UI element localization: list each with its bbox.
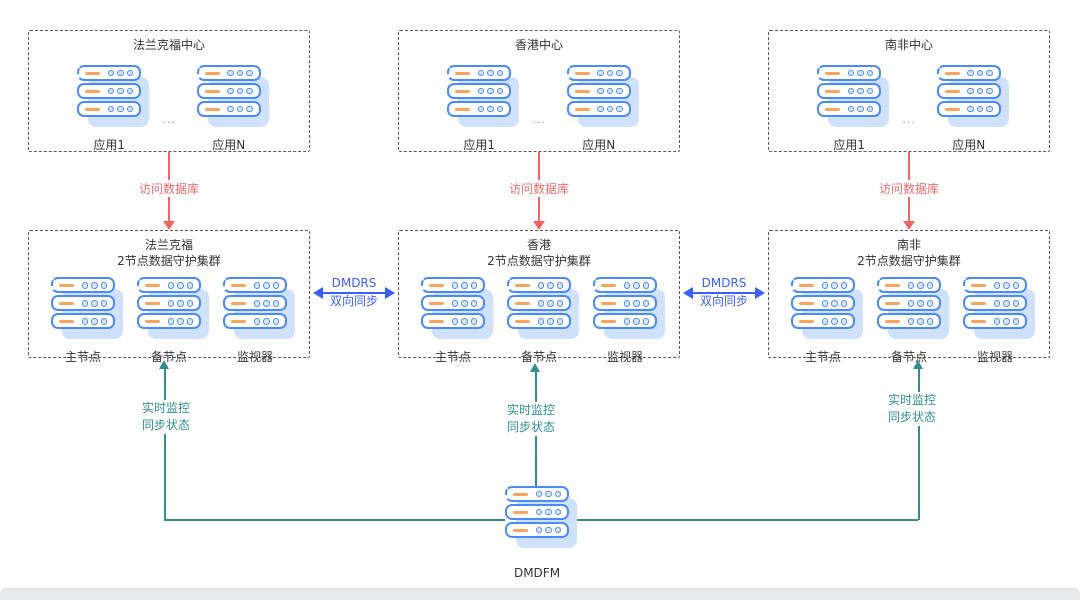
node-label: 监视器 — [606, 350, 643, 365]
monitor-label: 实时监控 同步状态 — [139, 400, 193, 434]
ellipsis-text: ... — [902, 112, 916, 126]
cluster-node-monitor: 监视器 — [586, 277, 665, 365]
cluster-node-primary: 主节点 — [44, 277, 123, 365]
node-label: 主节点 — [434, 350, 471, 365]
apps-row: 应用1 ... 应用N — [440, 65, 639, 153]
app-label: 应用N — [582, 138, 616, 153]
cluster-title-line2: 2节点数据守护集群 — [117, 254, 221, 269]
server-stack-icon — [223, 277, 295, 340]
node-label: 监视器 — [976, 350, 1013, 365]
app-center-title: 香港中心 — [514, 38, 563, 52]
cluster-hongkong: 香港 2节点数据守护集群 主节点 备节点 — [398, 230, 680, 364]
dmdrs-label-line2: 双向同步 — [329, 294, 379, 308]
server-stack-icon — [447, 65, 520, 128]
server-stack-icon — [817, 65, 890, 128]
node-label: 监视器 — [236, 350, 273, 365]
dmdrs-label-line1: DMDRS — [701, 276, 747, 290]
app-label: 应用1 — [463, 138, 496, 153]
cluster-title: 法兰克福 2节点数据守护集群 — [117, 237, 221, 269]
server-stack-icon — [51, 277, 123, 340]
cluster-nodes-row: 主节点 备节点 监视器 — [44, 277, 295, 365]
server-stack-icon — [196, 65, 269, 128]
app-label: 应用N — [212, 138, 246, 153]
cluster-title: 南非 2节点数据守护集群 — [857, 237, 961, 269]
cluster-southafrica: 南非 2节点数据守护集群 主节点 备节点 — [768, 230, 1050, 364]
monitor-label: 实时监控 同步状态 — [504, 402, 558, 436]
cluster-node-primary: 主节点 — [414, 277, 493, 365]
app-node: 应用1 — [440, 65, 520, 153]
cluster-nodes-row: 主节点 备节点 监视器 — [414, 277, 665, 365]
cluster-frankfurt: 法兰克福 2节点数据守护集群 主节点 备节点 — [28, 230, 310, 364]
ellipsis-text: ... — [162, 112, 176, 126]
server-stack-icon — [505, 486, 577, 548]
dmdrs-label-line1: DMDRS — [331, 276, 377, 290]
app-node: 应用N — [930, 65, 1009, 153]
cluster-title-line2: 2节点数据守护集群 — [487, 254, 591, 269]
app-node: 应用N — [190, 65, 269, 153]
server-stack-icon — [791, 277, 863, 340]
db-access-label: 访问数据库 — [507, 180, 571, 197]
app-label: 应用1 — [833, 138, 866, 153]
db-access-label: 访问数据库 — [877, 180, 941, 197]
app-center-title: 南非中心 — [884, 38, 933, 52]
cluster-node-standby: 备节点 — [870, 277, 949, 365]
server-stack-icon — [77, 65, 150, 128]
dmdrs-label-line2: 双向同步 — [699, 294, 749, 308]
cluster-node-monitor: 监视器 — [216, 277, 295, 365]
app-node: 应用1 — [70, 65, 150, 153]
cluster-node-standby: 备节点 — [130, 277, 209, 365]
cluster-node-primary: 主节点 — [784, 277, 863, 365]
cluster-title-line2: 2节点数据守护集群 — [857, 254, 961, 269]
cluster-title-line1: 香港 — [526, 238, 551, 252]
server-stack-icon — [566, 65, 639, 128]
db-access-arrowhead — [903, 221, 915, 230]
apps-row: 应用1 ... 应用N — [70, 65, 269, 153]
monitor-label: 实时监控 同步状态 — [885, 392, 939, 426]
app-label: 应用1 — [93, 138, 126, 153]
cluster-title-line1: 法兰克福 — [144, 238, 193, 252]
node-label: 主节点 — [64, 350, 101, 365]
db-access-label: 访问数据库 — [137, 180, 201, 197]
cluster-nodes-row: 主节点 备节点 监视器 — [784, 277, 1035, 365]
cluster-title: 香港 2节点数据守护集群 — [487, 237, 591, 269]
cluster-title-line1: 南非 — [896, 238, 921, 252]
server-stack-icon — [877, 277, 949, 340]
app-center-hongkong: 香港中心 应用1 ... 应用N — [398, 30, 680, 152]
ellipsis-text: ... — [532, 112, 546, 126]
server-stack-icon — [507, 277, 579, 340]
app-node: 应用N — [560, 65, 639, 153]
dmdfm-label: DMDFM — [513, 566, 561, 580]
horizontal-scrollbar[interactable] — [0, 588, 1080, 600]
server-stack-icon — [593, 277, 665, 340]
apps-row: 应用1 ... 应用N — [810, 65, 1009, 153]
app-center-frankfurt: 法兰克福中心 应用1 ... 应用N — [28, 30, 310, 152]
cluster-node-standby: 备节点 — [500, 277, 579, 365]
db-access-arrowhead — [533, 221, 545, 230]
server-stack-icon — [963, 277, 1035, 340]
app-label: 应用N — [952, 138, 986, 153]
node-label: 主节点 — [804, 350, 841, 365]
dmdfm-node — [505, 486, 577, 548]
app-node: 应用1 — [810, 65, 890, 153]
app-center-title: 法兰克福中心 — [132, 38, 205, 52]
server-stack-icon — [137, 277, 209, 340]
server-stack-icon — [936, 65, 1009, 128]
cluster-node-monitor: 监视器 — [956, 277, 1035, 365]
db-access-arrowhead — [163, 221, 175, 230]
app-center-southafrica: 南非中心 应用1 ... 应用N — [768, 30, 1050, 152]
server-stack-icon — [421, 277, 493, 340]
node-label: 备节点 — [520, 350, 557, 365]
